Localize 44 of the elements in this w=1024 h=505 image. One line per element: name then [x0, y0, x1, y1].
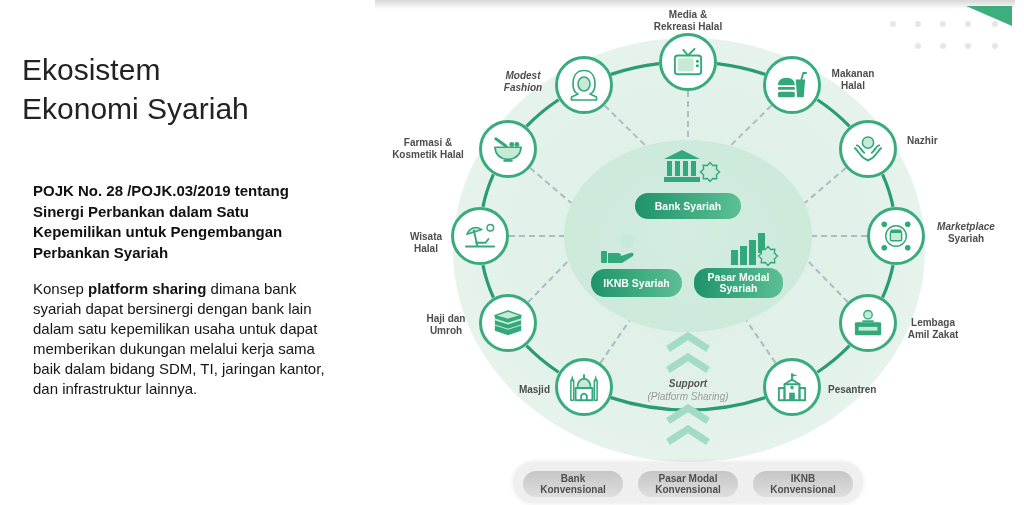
- sector-pill: IKNB Konvensional: [753, 471, 853, 497]
- description-text: Konsep platform sharing dimana bank syariah dapat bersinergi dengan bank lain dalam satu kepemilikan usaha untuk dapat memberikan dukungan melalui kerja sama baik dalam bidang SDM, TI, jaringan kantor, dan infrastruktur lainnya.: [33, 279, 325, 399]
- category-label: Modest Fashion: [502, 70, 544, 94]
- dashed-line: [603, 104, 647, 147]
- category-label: Wisata Halal: [408, 231, 444, 255]
- regulation-heading: POJK No. 28 /POJK.03/2019 tentang Sinergi Perbankan dalam Satu Kepemilikan untuk Pengembangan Perbankan Syariah: [33, 181, 290, 263]
- sector-pill: Bank Konvensional: [523, 471, 623, 497]
- dashed-line: [729, 104, 773, 147]
- ring-line: [816, 98, 851, 128]
- category-label: Nazhir: [907, 135, 938, 147]
- support-title: Support: [668, 377, 708, 390]
- ring-line: [716, 62, 766, 76]
- sector-pill: Pasar Modal Konvensional: [638, 471, 738, 497]
- sector-pill: Bank Syariah: [635, 193, 741, 219]
- ring-line: [610, 62, 660, 76]
- category-label: Farmasi & Kosmetik Halal: [391, 137, 465, 161]
- ring-line: [525, 344, 560, 374]
- category-label: Media & Rekreasi Halal: [652, 9, 724, 33]
- ring-line: [481, 264, 495, 299]
- dashed-line: [508, 235, 565, 237]
- dashed-line: [811, 235, 868, 237]
- category-label: Masjid: [518, 384, 550, 396]
- ring-line: [481, 173, 495, 208]
- category-label: Lembaga Amil Zakat: [906, 317, 960, 341]
- sector-pill: Pasar Modal Syariah: [694, 268, 783, 298]
- dashed-line: [806, 259, 849, 304]
- base-panel: [513, 462, 863, 503]
- dashed-line: [528, 166, 573, 205]
- ring-line: [610, 396, 766, 412]
- ring-line: [881, 173, 895, 208]
- ring-line: [525, 98, 560, 128]
- category-label: Makanan Halal: [830, 68, 876, 92]
- dashed-line: [745, 319, 777, 364]
- ring-line: [816, 344, 851, 374]
- category-label: Haji dan Umroh: [425, 313, 467, 337]
- support-subtitle: (Platform Sharing): [647, 390, 729, 403]
- title: Ekosistem Ekonomi Syariah: [22, 52, 250, 127]
- ring-line: [881, 264, 895, 299]
- dashed-line: [803, 166, 848, 205]
- dashed-line: [527, 259, 570, 304]
- category-label: Pesantren: [828, 384, 877, 396]
- sector-pill: IKNB Syariah: [591, 269, 682, 297]
- category-label: Marketplace Syariah: [936, 221, 996, 245]
- dashed-line: [599, 319, 631, 364]
